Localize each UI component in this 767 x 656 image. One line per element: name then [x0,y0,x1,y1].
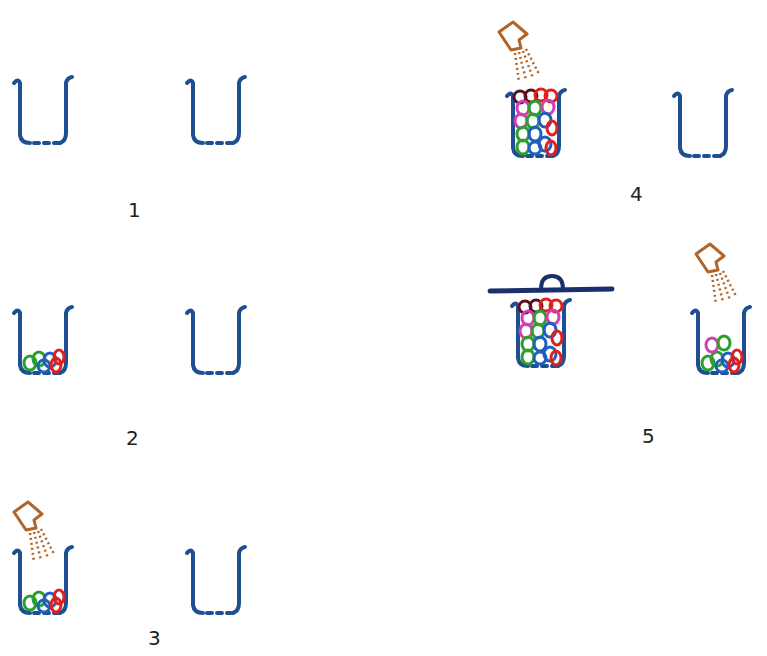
step-number: 2 [126,428,139,448]
lid-handle [541,276,563,289]
step-number: 4 [630,184,643,204]
step-1-pots [14,77,245,143]
step-4-pots [499,22,732,156]
step-3-pots [14,502,245,613]
step-number: 1 [128,200,141,220]
step-2-pots [14,307,245,373]
pot-lid [490,289,612,291]
step-number: 3 [148,628,161,648]
step-5-pots [490,244,750,373]
step-number: 5 [642,426,655,446]
